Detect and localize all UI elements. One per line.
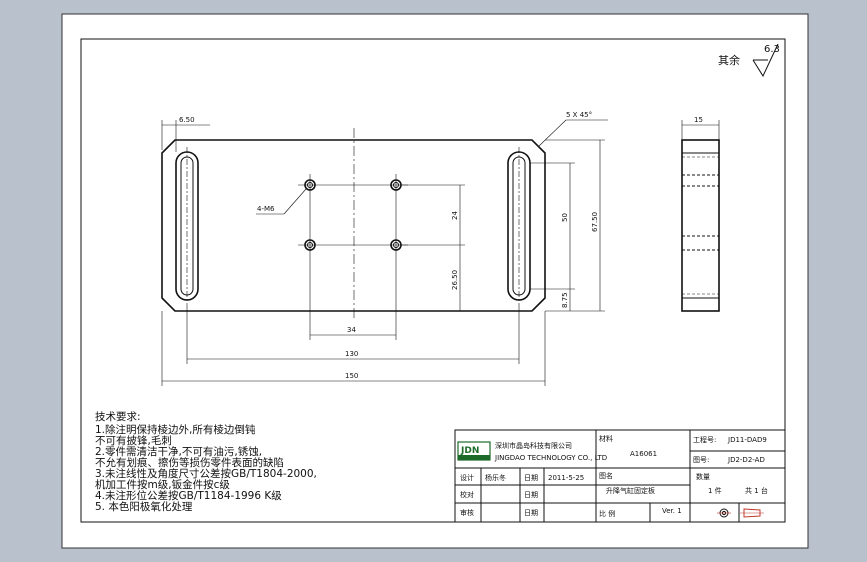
dim-overall-length: 150 <box>161 311 546 386</box>
sheet-count-1: 1 件 <box>708 486 722 495</box>
plate-outline <box>161 139 546 312</box>
note-line-1: 1.除注明保持棱边外,所有棱边倒钝 <box>95 423 256 436</box>
dim-slot-spacing-text: 130 <box>345 350 358 358</box>
dim-hole-to-bottom: 26.50 <box>451 245 605 312</box>
projection-symbol-icon <box>717 508 764 518</box>
dim-slot-length-text: 50 <box>561 213 569 222</box>
note-line-6: 机加工件按m级,钣金件按c级 <box>95 478 230 491</box>
dim-hole-h-spacing: 34 <box>309 256 397 340</box>
company-name-en: JINGDAO TECHNOLOGY CO., LTD <box>494 454 607 462</box>
sheet-count-2: 共 1 台 <box>745 486 768 495</box>
dim-slot-length: 50 <box>530 162 575 290</box>
roughness-check-icon <box>752 43 779 78</box>
review-label: 校对 <box>460 490 474 499</box>
approve-label: 审核 <box>460 508 474 517</box>
dim-hole-to-bottom-text: 26.50 <box>451 270 459 290</box>
design-date: 2011-5-25 <box>548 474 584 482</box>
roughness-value: 6.3 <box>764 44 780 55</box>
date-label-2: 日期 <box>524 491 538 499</box>
dim-slot-offset: 6.50 <box>161 116 210 152</box>
roughness-label: 其余 <box>718 53 740 67</box>
dim-hole-v-spacing-text: 24 <box>451 211 459 220</box>
part-name-label: 图名 <box>599 471 613 480</box>
project-no-label: 工程号: <box>693 435 716 444</box>
note-line-2: 不可有披锋,毛刺 <box>95 434 172 447</box>
dim-thickness-text: 15 <box>694 116 703 124</box>
dim-slot-spacing: 130 <box>186 305 520 364</box>
note-line-3: 2.零件需清洁干净,不可有油污,锈蚀, <box>95 445 262 458</box>
project-no: JD11-DAD9 <box>727 436 767 444</box>
dim-overall-height-text: 67.50 <box>591 212 599 232</box>
date-label-3: 日期 <box>524 509 538 517</box>
date-label: 日期 <box>524 474 538 482</box>
designer: 杨乐冬 <box>485 473 506 482</box>
tapped-holes <box>298 174 408 256</box>
technical-notes: 技术要求: 1.除注明保持棱边外,所有棱边倒钝 不可有披锋,毛刺 2.零件需清洁… <box>95 410 317 513</box>
dim-hole-v-spacing: 24 <box>402 184 465 246</box>
material-label: 材料 <box>599 434 613 443</box>
dim-chamfer: 5 X 45° <box>538 111 608 147</box>
drawing-border <box>80 38 786 523</box>
dim-overall-height: 67.50 <box>545 139 605 311</box>
company-logo: JDN <box>457 441 491 461</box>
drawing-no: JD2-D2-AD <box>727 456 765 464</box>
dim-slot-to-bottom: 8.75 <box>561 289 571 311</box>
front-view: 6.50 5 X 45° 4-M6 24 26.50 <box>161 111 608 386</box>
side-view: 15 <box>681 116 720 312</box>
dim-slot-offset-text: 6.50 <box>179 116 195 124</box>
quantity-label: 数量 <box>696 472 710 481</box>
dim-slot-to-bottom-text: 8.75 <box>561 292 569 308</box>
part-name: 升降气缸固定板 <box>606 486 655 495</box>
note-line-5: 3.未注线性及角度尺寸公差按GB/T1804-2000, <box>95 467 317 480</box>
note-line-7: 4.未注形位公差按GB/T1184-1996 K级 <box>95 489 282 502</box>
title-block: JDN 深圳市晶岛科技有限公司 JINGDAO TECHNOLOGY CO., … <box>454 429 786 523</box>
version: Ver. 1 <box>662 507 682 515</box>
side-outline <box>681 139 720 312</box>
drawing-no-label: 图号: <box>693 456 709 464</box>
company-name-cn: 深圳市晶岛科技有限公司 <box>495 441 572 450</box>
logo-text: JDN <box>460 446 479 456</box>
dim-tap: 4-M6 <box>256 188 307 215</box>
dim-overall-length-text: 150 <box>345 372 358 380</box>
note-line-8: 5. 本色阳极氧化处理 <box>95 500 193 513</box>
drawing-sheet <box>61 13 809 549</box>
dim-chamfer-text: 5 X 45° <box>566 111 592 119</box>
note-line-4: 不允有划痕、擦伤等损伤零件表面的缺陷 <box>95 456 284 469</box>
scale-label: 比 例 <box>599 509 615 518</box>
design-label: 设计 <box>460 473 474 482</box>
roughness-symbol: 其余 6.3 <box>718 43 780 78</box>
dim-hole-h-spacing-text: 34 <box>347 326 356 334</box>
notes-title: 技术要求: <box>95 410 141 423</box>
dim-tap-text: 4-M6 <box>257 205 275 213</box>
material-value: A16061 <box>630 450 657 458</box>
